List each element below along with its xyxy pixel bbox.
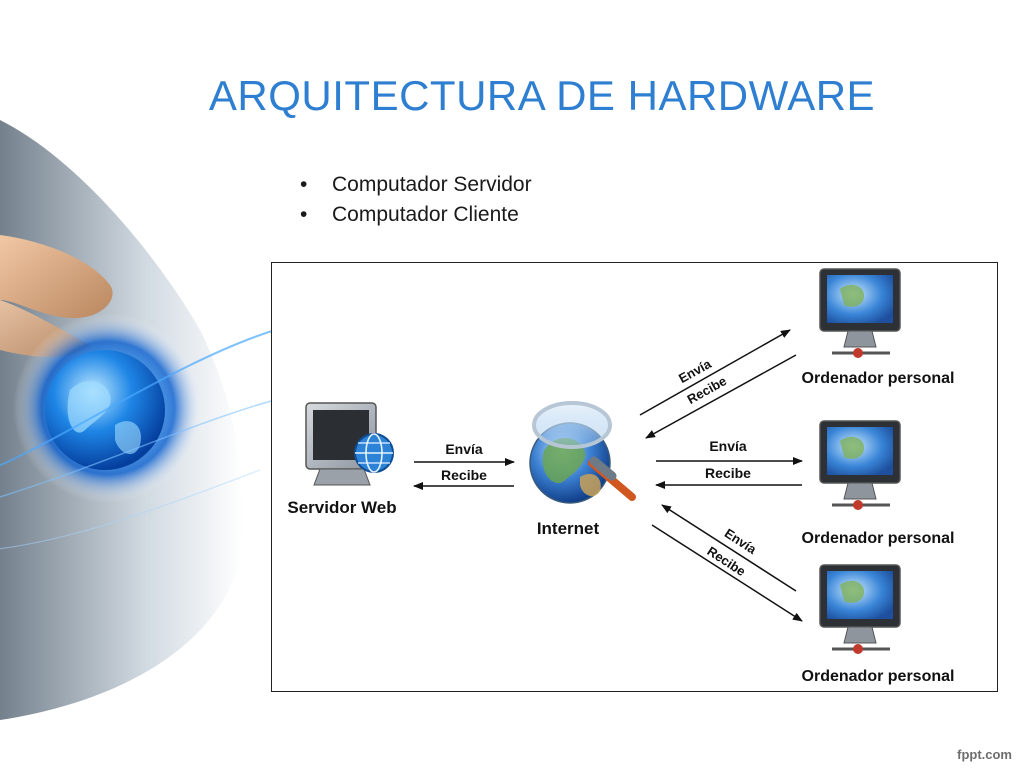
personal-computer-icon xyxy=(819,420,901,510)
receive-arrow xyxy=(645,354,797,439)
client-label: Ordenador personal xyxy=(802,668,955,685)
receive-arrow xyxy=(651,524,803,622)
slide-title: ARQUITECTURA DE HARDWARE xyxy=(208,72,876,119)
bullet-list: • Computador Servidor • Computador Clien… xyxy=(300,170,532,230)
network-diagram: Envía Recibe Envía Recibe Envía Recibe E… xyxy=(271,262,998,692)
bullet-text: Computador Cliente xyxy=(332,203,519,226)
client-label: Ordenador personal xyxy=(802,370,955,387)
diagram-canvas: Envía Recibe Envía Recibe Envía Recibe E… xyxy=(287,268,955,685)
server-label: Servidor Web xyxy=(287,498,396,517)
send-label: Envía xyxy=(709,438,747,454)
bullet-item: • Computador Cliente xyxy=(300,200,532,230)
bullet-text: Computador Servidor xyxy=(332,173,532,196)
bullet-icon: • xyxy=(300,173,308,196)
footer-brand: fppt.com xyxy=(957,747,1012,762)
send-arrow xyxy=(639,329,791,416)
client-label: Ordenador personal xyxy=(802,530,955,547)
bullet-icon: • xyxy=(300,203,308,226)
personal-computer-icon xyxy=(819,268,901,358)
receive-label: Recibe xyxy=(441,467,487,483)
personal-computer-icon xyxy=(819,564,901,654)
receive-label: Recibe xyxy=(705,465,751,481)
internet-label: Internet xyxy=(537,519,600,538)
internet-globe-icon xyxy=(529,401,636,504)
globe-hand-decoration xyxy=(0,120,276,720)
send-arrow xyxy=(661,504,797,592)
bullet-item: • Computador Servidor xyxy=(300,170,532,200)
send-label: Envía xyxy=(445,441,483,457)
server-computer-icon xyxy=(305,402,394,486)
